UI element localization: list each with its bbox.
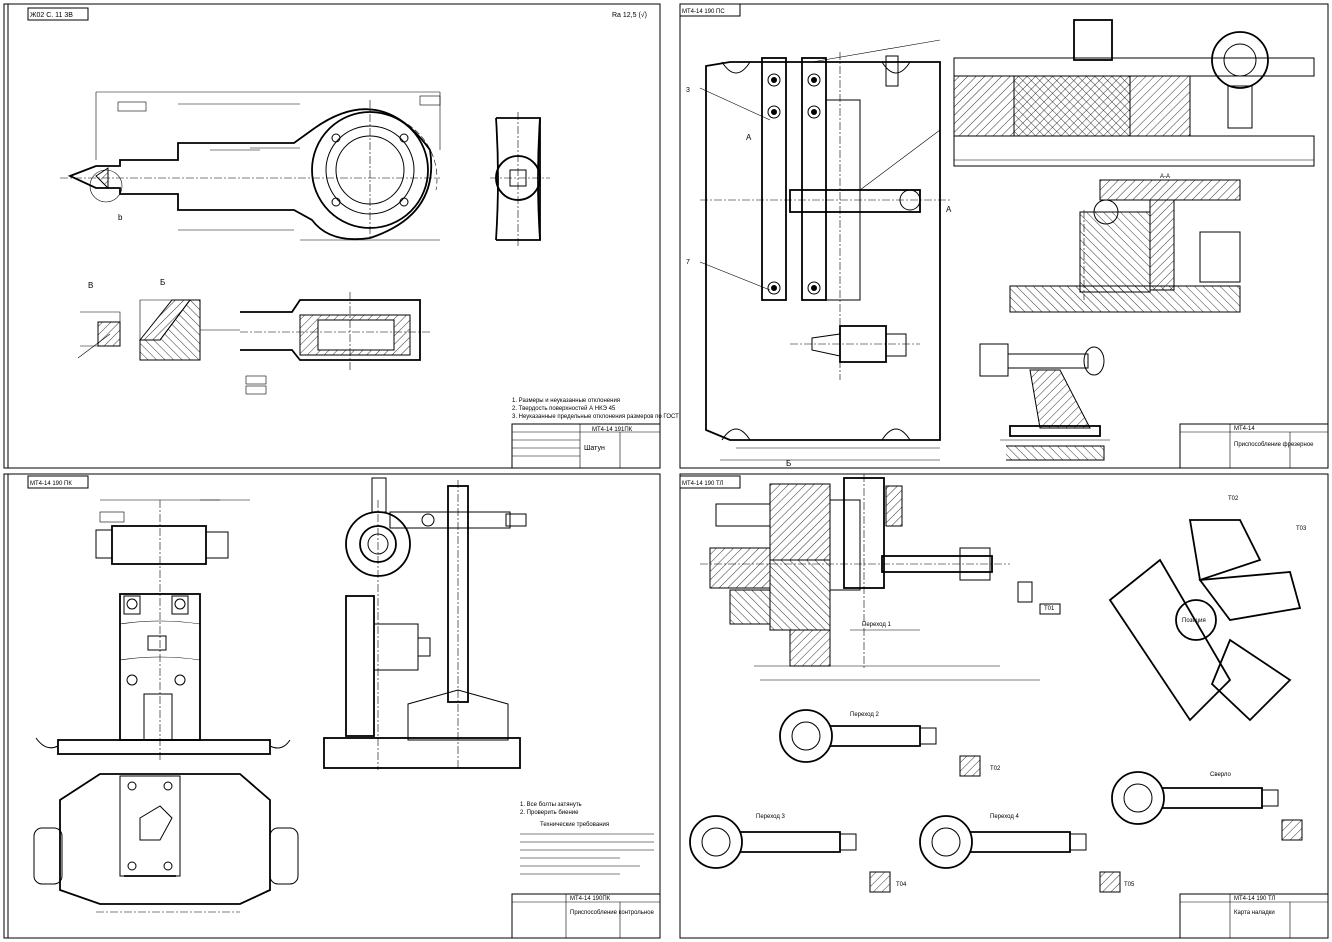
title-name: Приспособление фрезерное bbox=[1234, 442, 1314, 448]
tool-t02: Т02 bbox=[1228, 496, 1239, 502]
section-a: А bbox=[746, 133, 752, 142]
workpiece-4: Сверло bbox=[1111, 771, 1303, 841]
title-block-bottom-left: 1. Все болты затянуть 2. Проверить биени… bbox=[511, 802, 661, 939]
header-code: МТ4-14 190 ТЛ bbox=[682, 481, 724, 487]
note-1: 1. Все болты затянуть bbox=[520, 802, 582, 808]
workpiece-2: Т04 Переход 3 bbox=[689, 814, 907, 893]
fixture-section-view bbox=[953, 19, 1315, 167]
title-name: Карта наладки bbox=[1234, 910, 1275, 916]
workpiece-1: Т02 Переход 2 bbox=[779, 709, 1001, 777]
header-code-box bbox=[27, 7, 89, 21]
title-block-top-right: МТ4-14 Приспособление фрезерное bbox=[1179, 423, 1329, 469]
detail-label-b: Б bbox=[160, 278, 165, 287]
fixture-plan-view: 3 7 А А Б bbox=[686, 39, 952, 468]
sheet-frame bbox=[7, 473, 661, 939]
title-name: Приспособление контрольное bbox=[570, 910, 655, 916]
section-a-a-label: A-A bbox=[1160, 174, 1170, 180]
tool-t01-top: Т01 bbox=[1044, 606, 1055, 612]
sheet-frame bbox=[679, 473, 1329, 939]
header-code: МТ4-14 190 ПК bbox=[30, 481, 72, 487]
step-4: Переход 4 bbox=[990, 814, 1019, 820]
title-code: МТ4-14 190ПК bbox=[570, 896, 611, 902]
note-2: 2. Твердость поверхностей А НКЭ 45 bbox=[512, 405, 616, 412]
sheet-bottom-right: МТ4-14 190 ТЛ Т01 bbox=[679, 473, 1329, 939]
step-1: Переход 1 bbox=[862, 622, 891, 628]
position-label: Позиция bbox=[1182, 618, 1206, 624]
title-code: МТ4-14 bbox=[1234, 426, 1255, 432]
step-3: Переход 3 bbox=[756, 814, 785, 820]
title-name: Шатун bbox=[584, 445, 605, 452]
label-b: b bbox=[118, 213, 123, 222]
title-code: МТ4-14 191ПК bbox=[592, 427, 633, 433]
note-3: 3. Неуказанные предельные отклонения раз… bbox=[512, 414, 679, 420]
detail-views: В Б bbox=[77, 278, 430, 395]
detail-label-v: В bbox=[88, 281, 93, 290]
header-code: МТ4-14 190 ПС bbox=[682, 9, 725, 15]
tool-t03: Т03 bbox=[1296, 526, 1307, 532]
note-1: 1. Размеры и неуказанные отклонения bbox=[512, 398, 620, 404]
inspection-front-view bbox=[35, 499, 291, 760]
sheet-top-left: Ж02 С. 11 3В Ra 12,5 (√) b bbox=[3, 3, 679, 469]
tool-t02-wp1: Т02 bbox=[990, 766, 1001, 772]
connecting-rod-side-view bbox=[490, 112, 550, 246]
callout-3: 3 bbox=[686, 87, 690, 94]
inspection-plan-view bbox=[33, 773, 299, 913]
title-block-bottom-right: МТ4-14 190 ТЛ Карта наладки bbox=[1179, 893, 1329, 939]
sheet-bottom-left: МТ4-14 190 ПК bbox=[3, 473, 661, 939]
sheet-frame bbox=[679, 3, 1329, 469]
fixture-section-a-a: A-A bbox=[1009, 174, 1241, 313]
note-3: Технические требования bbox=[540, 822, 609, 828]
tool-t05-wp3: Т05 bbox=[1124, 882, 1135, 888]
title-code: МТ4-14 190 ТЛ bbox=[1234, 896, 1276, 902]
section-a-right: А bbox=[946, 205, 952, 214]
roughness-symbol: Ra 12,5 (√) bbox=[612, 11, 647, 19]
header-code: Ж02 С. 11 3В bbox=[30, 12, 73, 19]
note-2: 2. Проверить биение bbox=[520, 810, 579, 816]
machine-head-section: Т01 bbox=[700, 474, 1061, 681]
workpiece-3: Т05 Переход 4 bbox=[919, 814, 1135, 893]
callout-7: 7 bbox=[686, 259, 690, 266]
tool-t04-wp2: Т04 bbox=[896, 882, 907, 888]
drill-label: Сверло bbox=[1210, 772, 1231, 778]
fixture-section-b-b bbox=[979, 343, 1110, 461]
step-2: Переход 2 bbox=[850, 712, 879, 718]
sheet-top-right: МТ4-14 190 ПС bbox=[679, 3, 1329, 469]
section-b: Б bbox=[786, 459, 791, 468]
cutter-head: Позиция Т02 Т03 bbox=[1108, 496, 1307, 722]
title-block-top-left: 1. Размеры и неуказанные отклонения 2. Т… bbox=[511, 398, 679, 469]
connecting-rod-main-view: b bbox=[60, 91, 441, 241]
inspection-side-view bbox=[323, 477, 527, 770]
